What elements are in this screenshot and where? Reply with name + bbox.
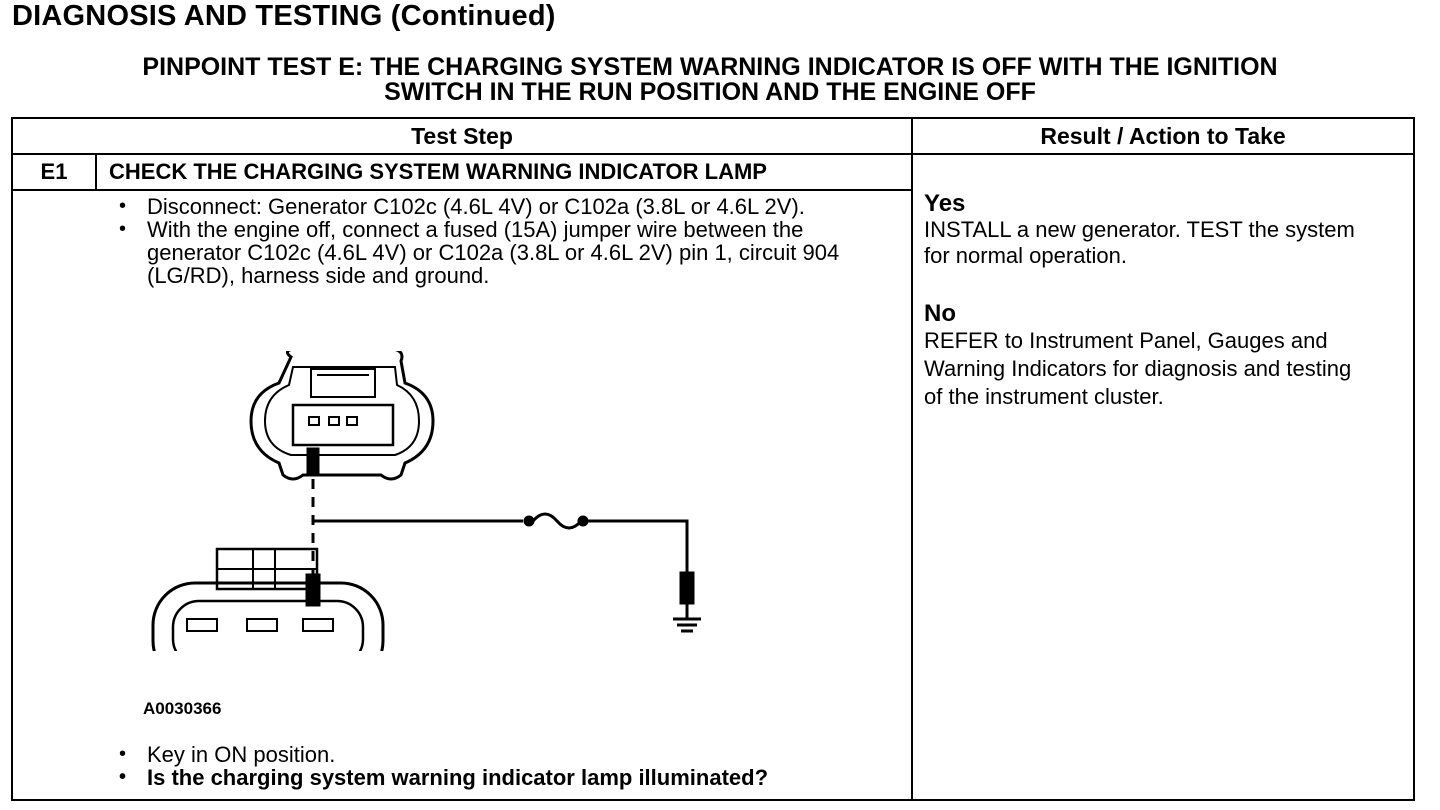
- fuse-terminal-left: [523, 515, 535, 527]
- result-cell: Yes INSTALL a new generator. TEST the sy…: [911, 153, 1416, 801]
- result-no-label: No: [924, 300, 957, 327]
- result-no-text: REFER to Instrument Panel, Gauges and Wa…: [924, 328, 1352, 409]
- instruction-item: Disconnect: Generator C102c (4.6L 4V) or…: [13, 195, 911, 218]
- page-title: DIAGNOSIS AND TESTING (Continued): [12, 0, 556, 32]
- instruction-item: With the engine off, connect a fused (15…: [13, 218, 911, 287]
- pinpoint-test-title-line-2: SWITCH IN THE RUN POSITION AND THE ENGIN…: [384, 78, 1036, 106]
- result-yes-text: INSTALL a new generator. TEST the system…: [924, 217, 1355, 268]
- ground-clip-icon: [679, 571, 695, 605]
- result-yes: Yes INSTALL a new generator. TEST the sy…: [924, 191, 1374, 269]
- test-question: Is the charging system warning indicator…: [13, 766, 911, 789]
- result-no: No REFER to Instrument Panel, Gauges and…: [924, 301, 1354, 411]
- harness-connector-icon: [151, 547, 385, 651]
- step-questions: Key in ON position. Is the charging syst…: [13, 743, 911, 789]
- fuse-icon: [531, 512, 583, 530]
- result-action-header: Result / Action to Take: [911, 117, 1416, 155]
- connector-jumper-diagram: [151, 351, 701, 651]
- step-title: CHECK THE CHARGING SYSTEM WARNING INDICA…: [94, 153, 914, 191]
- pinpoint-test-title-line-1: PINPOINT TEST E: THE CHARGING SYSTEM WAR…: [142, 53, 1278, 81]
- pinpoint-test-title: PINPOINT TEST E: THE CHARGING SYSTEM WAR…: [0, 55, 1420, 105]
- ground-symbol-icon: [673, 603, 701, 633]
- step-body: Disconnect: Generator C102c (4.6L 4V) or…: [10, 189, 914, 801]
- step-id: E1: [11, 153, 97, 191]
- generator-connector-icon: [249, 351, 435, 481]
- step-instructions: Disconnect: Generator C102c (4.6L 4V) or…: [13, 195, 911, 287]
- pinpoint-test-table: Test Step Result / Action to Take E1 CHE…: [10, 117, 1416, 801]
- figure-id: A0030366: [143, 699, 222, 718]
- probe-lower-icon: [305, 573, 321, 607]
- result-yes-label: Yes: [924, 190, 966, 217]
- jumper-wire-to-ground: [587, 519, 689, 573]
- test-step-header: Test Step: [10, 117, 914, 155]
- fuse-terminal-right: [577, 515, 589, 527]
- probe-upper-icon: [306, 447, 320, 477]
- instruction-item: Key in ON position.: [13, 743, 911, 766]
